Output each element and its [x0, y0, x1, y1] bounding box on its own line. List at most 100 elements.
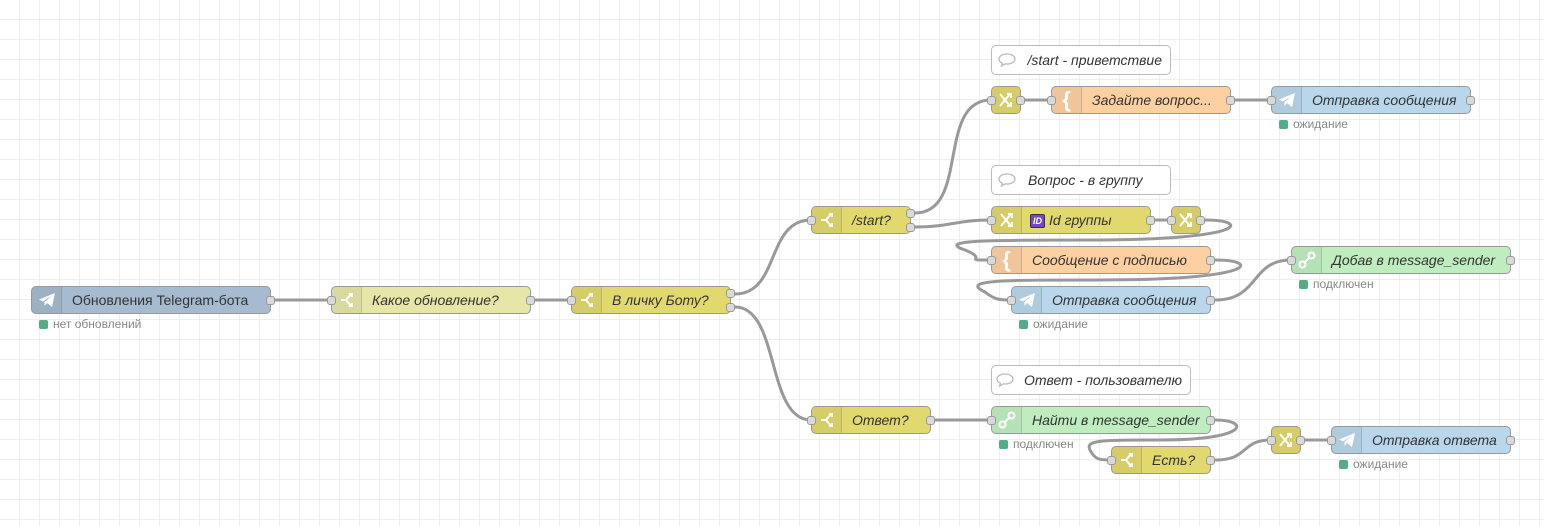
- node-template-ask[interactable]: { Задайте вопрос...: [1047, 86, 1235, 114]
- wire: [913, 98, 993, 215]
- input-port[interactable]: [987, 96, 996, 105]
- node-storage-add-sender[interactable]: Добав в message_sender: [1287, 246, 1515, 274]
- wire: [1213, 438, 1273, 462]
- input-port[interactable]: [1047, 96, 1056, 105]
- input-port[interactable]: [1287, 256, 1296, 265]
- input-port[interactable]: [1167, 216, 1176, 225]
- status-dot: [1279, 119, 1288, 129]
- output-port[interactable]: [1226, 96, 1235, 105]
- node-status: подключен: [1299, 277, 1374, 291]
- node-label: Есть?: [1152, 452, 1196, 468]
- output-port[interactable]: [1506, 256, 1515, 265]
- node-change-start[interactable]: [987, 86, 1025, 114]
- output-port[interactable]: [1206, 416, 1215, 425]
- node-label: Обновления Telegram-бота: [72, 292, 249, 308]
- comment-icon: [992, 166, 1022, 194]
- node-switch-private-bot[interactable]: В личку Боту?: [567, 286, 735, 314]
- switch-icon: [812, 407, 842, 433]
- input-port[interactable]: [1327, 436, 1336, 445]
- comment-start[interactable]: /start - приветствие: [991, 45, 1171, 75]
- status-text: подключен: [1013, 437, 1074, 451]
- status-dot: [1299, 279, 1308, 289]
- status-text: ожидание: [1353, 457, 1408, 471]
- node-change-answer[interactable]: [1267, 426, 1305, 454]
- comment-answer[interactable]: Ответ - пользователю: [991, 365, 1191, 395]
- output-port[interactable]: [1206, 456, 1215, 465]
- node-telegram-send-answer[interactable]: Отправка ответа: [1327, 426, 1515, 454]
- comment-group[interactable]: Вопрос - в группу: [991, 165, 1171, 195]
- status-text: ожидание: [1293, 117, 1348, 131]
- change-icon: [992, 207, 1022, 233]
- input-port[interactable]: [807, 216, 816, 225]
- comment-label: Вопрос - в группу: [1028, 172, 1143, 188]
- change-icon: [1272, 427, 1300, 453]
- output-port[interactable]: [1466, 96, 1475, 105]
- input-port[interactable]: [327, 296, 336, 305]
- id-badge-icon: ID: [1030, 214, 1045, 228]
- input-port[interactable]: [1267, 96, 1276, 105]
- node-switch-start[interactable]: /start?: [807, 206, 915, 234]
- output-port-2[interactable]: [906, 223, 915, 232]
- node-label: Найти в message_sender: [1032, 412, 1200, 428]
- input-port[interactable]: [807, 416, 816, 425]
- output-port[interactable]: [266, 296, 275, 305]
- telegram-icon: [1332, 427, 1362, 453]
- output-port-1[interactable]: [906, 209, 915, 218]
- template-icon: {: [992, 247, 1022, 273]
- input-port[interactable]: [567, 296, 576, 305]
- input-port[interactable]: [987, 216, 996, 225]
- output-port[interactable]: [926, 416, 935, 425]
- status-text: подключен: [1313, 277, 1374, 291]
- node-status: ожидание: [1339, 457, 1408, 471]
- output-port-2[interactable]: [726, 303, 735, 312]
- wire: [1213, 258, 1293, 302]
- node-switch-what-update[interactable]: Какое обновление?: [327, 286, 535, 314]
- output-port[interactable]: [1206, 296, 1215, 305]
- output-port[interactable]: [1146, 216, 1155, 225]
- node-status: подключен: [999, 437, 1074, 451]
- comment-icon: [992, 366, 1018, 394]
- input-port[interactable]: [987, 256, 996, 265]
- output-port[interactable]: [1196, 216, 1205, 225]
- node-switch-exists[interactable]: Есть?: [1107, 446, 1215, 474]
- comment-icon: [992, 46, 1021, 74]
- link-icon: [992, 407, 1022, 433]
- wire: [733, 218, 813, 296]
- output-port[interactable]: [1016, 96, 1025, 105]
- output-port[interactable]: [526, 296, 535, 305]
- node-telegram-send-2[interactable]: Отправка сообщения: [1007, 286, 1215, 314]
- output-port[interactable]: [1506, 436, 1515, 445]
- node-change-group[interactable]: [1167, 206, 1205, 234]
- template-icon: {: [1052, 87, 1082, 113]
- input-port[interactable]: [1007, 296, 1016, 305]
- node-label: Ответ?: [852, 412, 909, 428]
- change-icon: [1172, 207, 1200, 233]
- node-label: Задайте вопрос...: [1092, 92, 1212, 108]
- input-port[interactable]: [987, 416, 996, 425]
- input-port[interactable]: [1267, 436, 1276, 445]
- node-telegram-updates[interactable]: Обновления Telegram-бота: [31, 286, 275, 314]
- telegram-icon: [1272, 87, 1302, 113]
- node-switch-answer[interactable]: Ответ?: [807, 406, 935, 434]
- node-label: Добав в message_sender: [1332, 252, 1496, 268]
- node-label: Отправка ответа: [1372, 432, 1497, 448]
- change-icon: [992, 87, 1020, 113]
- node-status: ожидание: [1019, 317, 1088, 331]
- comment-label: Ответ - пользователю: [1023, 372, 1182, 388]
- node-status: ожидание: [1279, 117, 1348, 131]
- node-telegram-send-1[interactable]: Отправка сообщения: [1267, 86, 1475, 114]
- status-dot: [999, 439, 1008, 449]
- input-port[interactable]: [1107, 456, 1116, 465]
- status-text: ожидание: [1033, 317, 1088, 331]
- output-port[interactable]: [1296, 436, 1305, 445]
- output-port[interactable]: [1206, 256, 1215, 265]
- wire: [733, 305, 813, 422]
- node-label: В личку Боту?: [612, 292, 709, 308]
- node-template-signed[interactable]: { Сообщение с подписью: [987, 246, 1215, 274]
- wire: [1087, 418, 1239, 462]
- node-storage-find-sender[interactable]: Найти в message_sender: [987, 406, 1215, 434]
- wire: [976, 258, 1243, 302]
- output-port-1[interactable]: [726, 289, 735, 298]
